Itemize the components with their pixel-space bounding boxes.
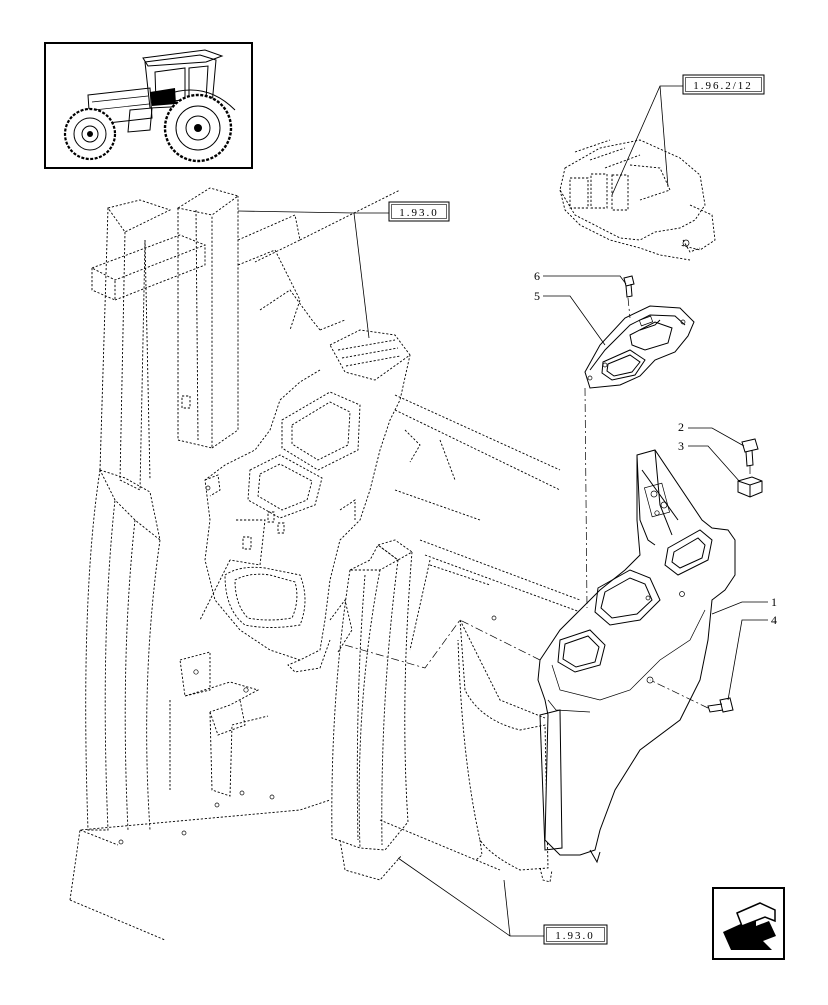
ref-label-upper-middle: 1.93.0 [399,207,439,219]
bolt-6[interactable] [623,275,635,298]
reference-leaders [237,85,683,937]
callout-2: 2 [678,420,684,434]
reference-box-bottom[interactable]: 1.93.0 [543,924,608,945]
bulkhead-panel-drawing [204,329,411,673]
reference-box-top-right[interactable]: 1.96.2/12 [682,74,765,95]
pillar-cover-drawing [331,539,413,881]
side-console-panel[interactable] [537,449,736,864]
callout-3: 3 [678,439,684,453]
bushing-3[interactable] [737,476,763,498]
callout-1: 1 [771,595,777,609]
callout-6: 6 [534,269,540,283]
ref-label-top-right: 1.96.2/12 [693,80,753,92]
seal-plate[interactable] [584,305,695,389]
reference-box-upper-middle[interactable]: 1.93.0 [388,201,450,222]
console-assembly-drawing [559,139,716,261]
cab-frame-drawing [69,187,581,941]
alignment-lines [344,297,751,709]
tractor-thumbnail-icon[interactable] [44,42,253,169]
bolt-2[interactable] [741,438,759,467]
callout-leaders [543,275,768,701]
ref-label-bottom: 1.93.0 [555,930,595,942]
bolt-4[interactable] [707,697,734,713]
callout-5: 5 [534,289,540,303]
arrow-nav-icon[interactable] [712,887,785,960]
callout-4: 4 [771,613,777,627]
lower-left-bracket-drawing [179,651,269,797]
rear-cover-drawing [457,619,553,883]
